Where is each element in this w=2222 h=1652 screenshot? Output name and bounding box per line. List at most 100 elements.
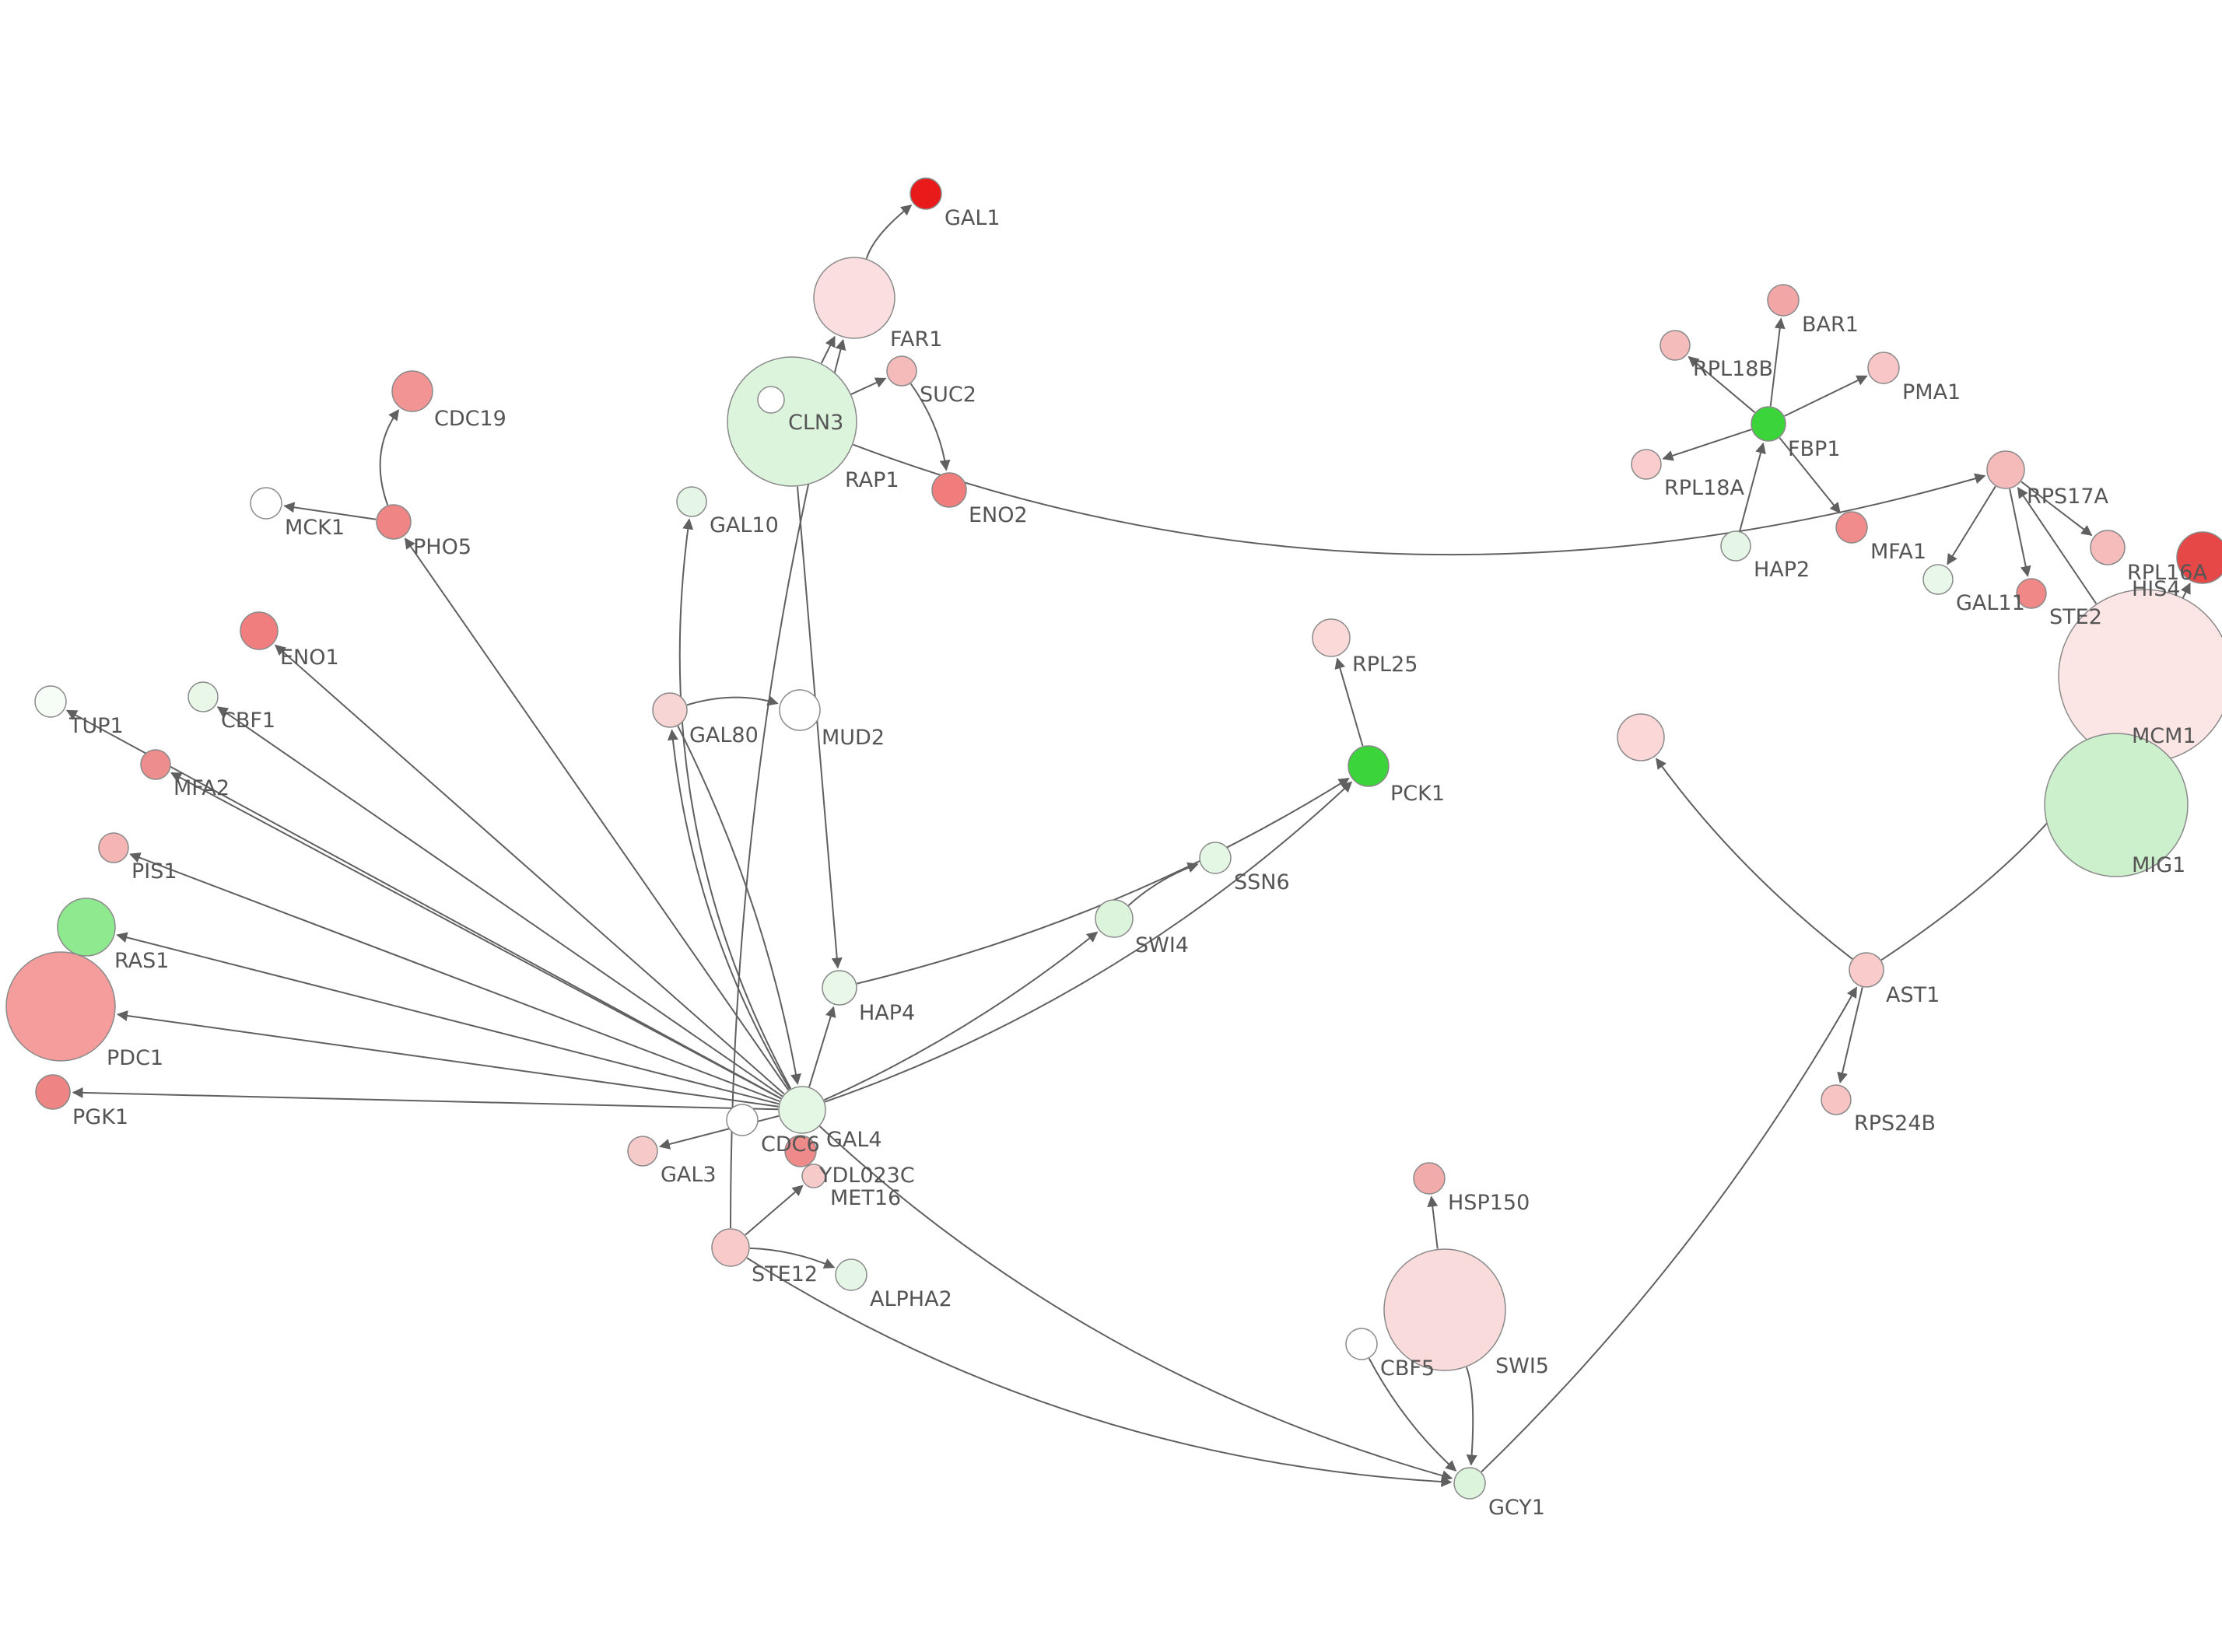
edge-RAP1-SUC2[interactable] [850, 377, 887, 396]
edge-RPS17A-STE2[interactable] [2009, 488, 2031, 577]
edge-FBP1-BAR1[interactable] [1769, 317, 1786, 407]
gene-node-MET16[interactable] [801, 1164, 826, 1188]
edge-PCK1-RPL25[interactable] [1334, 657, 1364, 747]
gene-node-GAL4[interactable] [778, 1086, 826, 1134]
edge-FBP1-PMA1[interactable] [1784, 375, 1868, 417]
gene-node-SUC2[interactable] [886, 355, 917, 387]
gene-node-TUP1[interactable] [34, 685, 67, 718]
gene-node-PMA1[interactable] [1867, 352, 1900, 384]
gene-node-ENO2[interactable] [931, 472, 967, 508]
edge-GAL4-TUP1[interactable] [65, 709, 782, 1100]
gene-node-RPL25[interactable] [1312, 618, 1351, 657]
edge-GAL4-RAS1[interactable] [116, 932, 780, 1105]
gene-node-MFA2[interactable] [140, 749, 171, 780]
gene-node-CBF5[interactable] [1345, 1328, 1378, 1360]
gene-node-RAS1[interactable] [57, 898, 116, 957]
gene-node-AST1[interactable] [1849, 952, 1884, 988]
edge-PHO5-CDC19[interactable] [379, 409, 400, 506]
edge-GAL4-PCK1[interactable] [824, 781, 1353, 1103]
gene-node-RPL18B[interactable] [1659, 330, 1691, 361]
gene-node-GAL1[interactable] [909, 177, 942, 210]
edge-GAL4-GAL80[interactable] [667, 729, 790, 1090]
edge-GAL4-CBF1[interactable] [216, 706, 783, 1097]
gene-node-STE2[interactable] [2016, 578, 2047, 609]
edge-STE12-ALPHA2[interactable] [749, 1247, 836, 1269]
gene-node-MIG1[interactable] [2044, 733, 2189, 877]
edge-GAL4-PGK1[interactable] [72, 1087, 779, 1111]
gene-node-GAL80[interactable] [652, 692, 688, 728]
gene-node-HSP150[interactable] [1413, 1162, 1446, 1195]
edge-MCM1-RPS17A[interactable] [2017, 487, 2098, 604]
edge-GAL4-PHO5[interactable] [404, 537, 790, 1091]
gene-node-SSN6[interactable] [1199, 842, 1232, 874]
edge-GAL4-PDC1[interactable] [116, 1010, 779, 1108]
edge-HAP2-FBP1[interactable] [1739, 442, 1766, 531]
edge-GAL4-GAL10[interactable] [678, 518, 792, 1090]
edge-GAL80-MUD2[interactable] [686, 695, 779, 706]
gene-node-BAR1[interactable] [1767, 284, 1800, 317]
gene-node-MUD2[interactable] [779, 689, 821, 731]
edge-FBP1-RPL18A[interactable] [1662, 429, 1752, 461]
edge-SWI5-HSP150[interactable] [1427, 1195, 1439, 1249]
edge-AST1-RPS24B[interactable] [1837, 987, 1863, 1083]
edge-GAL4-GAL3[interactable] [658, 1115, 780, 1150]
edge-GAL80-GAL4[interactable] [677, 726, 801, 1085]
gene-node-PGK1[interactable] [35, 1074, 71, 1110]
gene-node-YDL023C[interactable] [784, 1135, 817, 1167]
gene-node-GAL10[interactable] [676, 486, 707, 517]
gene-node-FBP1[interactable] [1751, 406, 1786, 442]
gene-node-PHO5[interactable] [376, 504, 412, 540]
gene-node-PCK1[interactable] [1348, 745, 1390, 787]
gene-label-SUC2: SUC2 [920, 383, 976, 407]
edge-RAP1-RPS17A[interactable] [853, 443, 1986, 556]
gene-node-SWI5[interactable] [1383, 1248, 1506, 1371]
gene-node-HAP4[interactable] [822, 970, 857, 1006]
edge-RPS17A-RPL16A[interactable] [2020, 481, 2093, 537]
edge-FAR1-GAL1[interactable] [865, 205, 913, 259]
edge-SUC2-ENO2[interactable] [909, 383, 951, 471]
gene-node-CDC19[interactable] [391, 370, 433, 412]
edge-SWI4-SSN6[interactable] [1127, 862, 1199, 906]
edge-GAL4-MFA2[interactable] [170, 772, 782, 1100]
gene-node-MFA1[interactable] [1835, 511, 1868, 544]
edge-GCY1-AST1[interactable] [1481, 986, 1858, 1473]
edge-GAL4-SWI4[interactable] [823, 931, 1099, 1101]
edge-AST1-NODE1[interactable] [1656, 758, 1853, 960]
gene-node-PIS1[interactable] [98, 832, 129, 863]
edge-FBP1-MFA1[interactable] [1779, 437, 1841, 514]
gene-node-HIS4[interactable] [2176, 531, 2222, 584]
edge-FBP1-RPL18B[interactable] [1688, 355, 1756, 413]
edge-PHO5-MCK1[interactable] [283, 502, 377, 520]
gene-node-SWI4[interactable] [1095, 899, 1134, 938]
gene-node-RPS17A[interactable] [1986, 450, 2025, 489]
gene-node-ALPHA2[interactable] [835, 1258, 867, 1291]
gene-node-GAL11[interactable] [1922, 564, 1954, 595]
edge-RAP1-FAR1[interactable] [820, 335, 836, 364]
gene-node-CLN3[interactable] [757, 386, 785, 414]
gene-node-HAP2[interactable] [1720, 530, 1751, 562]
gene-node-RAP1[interactable] [727, 356, 857, 487]
gene-node-GCY1[interactable] [1453, 1467, 1486, 1500]
edge-GAL4-PIS1[interactable] [129, 852, 780, 1102]
edge-RPS17A-GAL11[interactable] [1947, 485, 1996, 565]
gene-node-RPL18A[interactable] [1631, 449, 1662, 480]
gene-node-CBF1[interactable] [188, 681, 219, 712]
edge-GAL4-GCY1[interactable] [819, 1125, 1453, 1481]
edge-STE12-MET16[interactable] [745, 1185, 804, 1236]
edge-CBF5-GCY1[interactable] [1368, 1358, 1457, 1472]
gene-node-ENO1[interactable] [240, 611, 279, 650]
edge-SWI5-GCY1[interactable] [1465, 1367, 1477, 1466]
gene-node-RPL16A[interactable] [2090, 530, 2126, 565]
gene-node-GAL3[interactable] [627, 1136, 658, 1167]
gene-node-FAR1[interactable] [813, 257, 895, 339]
gene-node-CDC6[interactable] [726, 1104, 759, 1136]
gene-label-GAL80: GAL80 [689, 723, 759, 747]
gene-node-unlabeled[interactable] [1617, 713, 1665, 761]
edge-GAL4-ENO1[interactable] [274, 644, 785, 1095]
edge-STE12-GCY1[interactable] [746, 1257, 1453, 1488]
edge-GAL4-HAP4[interactable] [808, 1006, 836, 1087]
gene-node-PDC1[interactable] [5, 951, 116, 1062]
gene-node-MCK1[interactable] [250, 487, 282, 520]
gene-node-RPS24B[interactable] [1821, 1084, 1852, 1115]
gene-node-STE12[interactable] [711, 1228, 750, 1267]
